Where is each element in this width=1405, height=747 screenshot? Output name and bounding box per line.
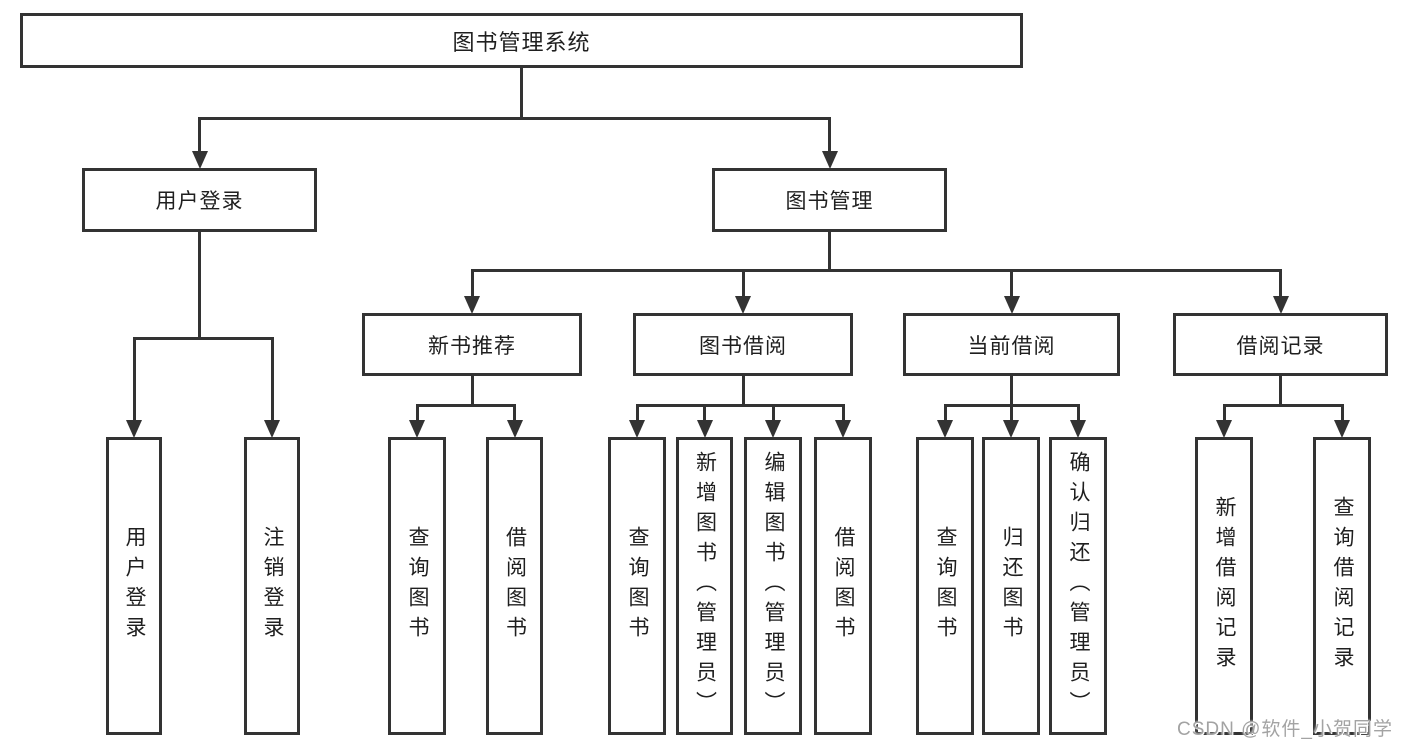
node-label-leaf-search-book-1: 查询图书 xyxy=(406,526,429,646)
node-leaf-user-login: 用户登录 xyxy=(106,437,162,735)
node-leaf-search-book-2: 查询图书 xyxy=(608,437,666,735)
node-label-l3-borrow-records: 借阅记录 xyxy=(1236,334,1325,358)
arrowhead-icon xyxy=(735,296,751,314)
node-label-leaf-search-book-2: 查询图书 xyxy=(626,526,649,646)
connector-line xyxy=(1009,405,1013,423)
connector-line xyxy=(943,405,947,423)
arrowhead-icon xyxy=(696,420,713,438)
connector-line xyxy=(1279,375,1282,407)
node-leaf-add-borrow-record: 新增借阅记录 xyxy=(1195,437,1253,735)
node-label-l3-book-borrow: 图书借阅 xyxy=(699,334,787,358)
arrowhead-icon xyxy=(765,420,781,438)
node-label-leaf-search-borrow-record: 查询借阅记录 xyxy=(1331,496,1354,676)
connector-rail xyxy=(415,403,516,407)
node-l2-book-mgmt: 图书管理 xyxy=(712,168,947,232)
arrowhead-icon xyxy=(821,151,838,169)
node-root: 图书管理系统 xyxy=(20,13,1023,68)
connector-line xyxy=(470,270,474,299)
node-label-leaf-logout: 注销登录 xyxy=(261,526,284,646)
connector-line xyxy=(1010,270,1013,299)
node-l3-borrow-records: 借阅记录 xyxy=(1173,313,1388,376)
connector-rail xyxy=(198,116,831,120)
node-label-l3-new-book: 新书推荐 xyxy=(428,334,516,358)
node-label-leaf-return-book: 归还图书 xyxy=(1000,526,1023,646)
connector-line xyxy=(1222,405,1226,423)
node-leaf-logout: 注销登录 xyxy=(244,437,300,735)
csdn-watermark: CSDN @软件_小贺同学 xyxy=(1177,719,1393,740)
node-leaf-search-book-3: 查询图书 xyxy=(916,437,974,735)
connector-line xyxy=(1076,405,1080,423)
connector-rail xyxy=(635,403,845,407)
node-label-leaf-edit-book: 编辑图书（管理员） xyxy=(762,451,785,721)
connector-line xyxy=(470,375,474,407)
arrowhead-icon xyxy=(191,151,208,169)
arrowhead-icon xyxy=(464,296,480,314)
connector-line xyxy=(198,118,201,154)
node-l2-user-login: 用户登录 xyxy=(82,168,317,232)
arrowhead-icon xyxy=(1216,420,1232,438)
connector-line xyxy=(520,67,523,120)
connector-line xyxy=(771,405,775,423)
connector-line xyxy=(828,231,831,272)
arrowhead-icon xyxy=(1070,420,1086,438)
node-leaf-borrow-book-2: 借阅图书 xyxy=(814,437,872,735)
connector-line xyxy=(741,270,745,299)
node-leaf-add-book: 新增图书（管理员） xyxy=(676,437,733,735)
arrowhead-icon xyxy=(629,420,645,438)
arrowhead-icon xyxy=(1003,296,1020,314)
connector-rail xyxy=(470,268,1282,272)
node-label-leaf-borrow-book-2: 借阅图书 xyxy=(832,526,855,646)
arrowhead-icon xyxy=(1003,420,1019,438)
arrowhead-icon xyxy=(506,420,523,438)
connector-line xyxy=(1010,375,1013,407)
arrowhead-icon xyxy=(835,420,851,438)
node-leaf-return-book: 归还图书 xyxy=(982,437,1040,735)
node-label-root: 图书管理系统 xyxy=(452,29,591,55)
node-label-leaf-borrow-book-1: 借阅图书 xyxy=(503,526,527,646)
connector-line xyxy=(635,405,639,423)
connector-line xyxy=(415,405,419,423)
node-leaf-search-book-1: 查询图书 xyxy=(388,437,446,735)
connector-line xyxy=(1279,270,1282,299)
arrowhead-icon xyxy=(409,420,425,438)
connector-line xyxy=(828,118,831,154)
node-label-l3-current-borrow: 当前借阅 xyxy=(967,334,1056,358)
node-l3-new-book: 新书推荐 xyxy=(362,313,582,376)
connector-line xyxy=(841,405,845,423)
node-label-leaf-user-login: 用户登录 xyxy=(123,526,146,646)
node-label-l2-book-mgmt: 图书管理 xyxy=(785,190,874,213)
connector-line xyxy=(703,405,706,423)
connector-line xyxy=(1340,405,1344,423)
node-label-leaf-add-borrow-record: 新增借阅记录 xyxy=(1213,496,1236,676)
connector-line xyxy=(198,231,201,340)
node-label-l2-user-login: 用户登录 xyxy=(155,190,244,213)
arrowhead-icon xyxy=(1334,420,1350,438)
connector-line xyxy=(741,375,745,407)
arrowhead-icon xyxy=(126,420,142,438)
node-leaf-borrow-book-1: 借阅图书 xyxy=(486,437,543,735)
connector-line xyxy=(132,338,136,423)
node-label-leaf-search-book-3: 查询图书 xyxy=(934,526,957,646)
node-leaf-search-borrow-record: 查询借阅记录 xyxy=(1313,437,1371,735)
node-l3-current-borrow: 当前借阅 xyxy=(903,313,1120,376)
arrowhead-icon xyxy=(1272,296,1289,314)
connector-line xyxy=(513,405,516,423)
node-leaf-edit-book: 编辑图书（管理员） xyxy=(744,437,802,735)
node-label-leaf-add-book: 新增图书（管理员） xyxy=(693,451,717,721)
connector-rail xyxy=(1222,403,1344,407)
node-leaf-confirm-return: 确认归还（管理员） xyxy=(1049,437,1107,735)
node-label-leaf-confirm-return: 确认归还（管理员） xyxy=(1067,451,1090,721)
connector-rail xyxy=(132,336,274,340)
arrowhead-icon xyxy=(937,420,953,438)
node-l3-book-borrow: 图书借阅 xyxy=(633,313,853,376)
arrowhead-icon xyxy=(264,420,280,438)
connector-line xyxy=(270,338,274,423)
